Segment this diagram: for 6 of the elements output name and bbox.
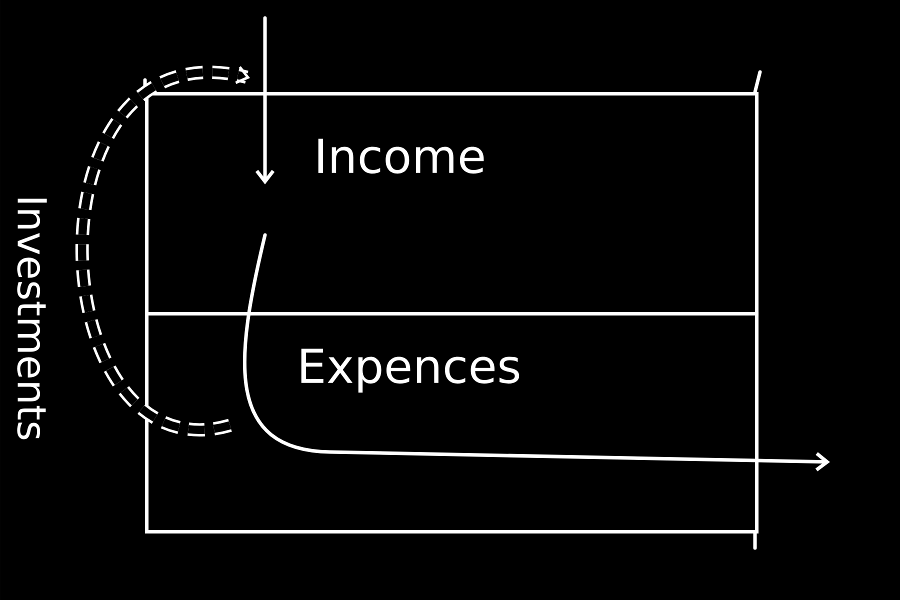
arrow bbox=[243, 233, 830, 472]
band-box: Income bbox=[145, 92, 759, 316]
band-box: Expences bbox=[145, 312, 759, 534]
edge-label: Investments bbox=[17, 198, 47, 440]
arrow bbox=[76, 66, 250, 436]
arrow bbox=[255, 16, 275, 184]
